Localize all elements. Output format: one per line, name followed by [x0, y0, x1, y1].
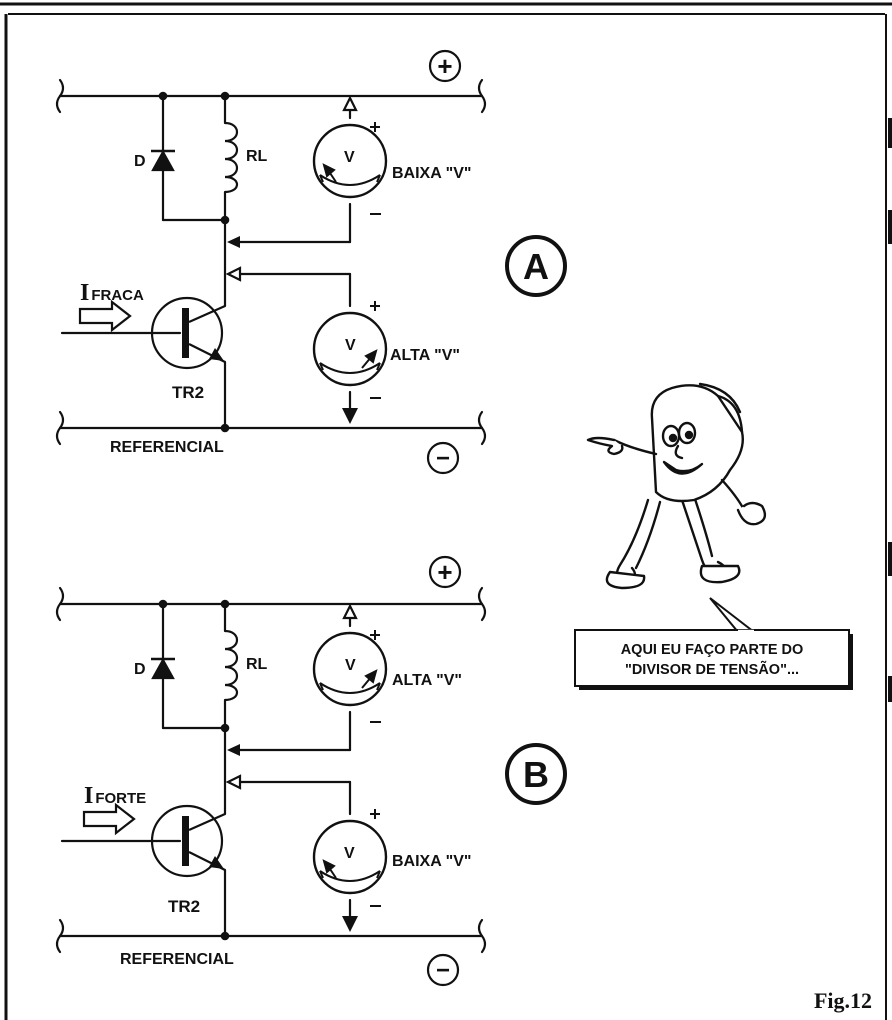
margin-marks [888, 118, 892, 702]
relay-label: RL [246, 656, 268, 673]
panel-b-letter: B [523, 754, 549, 795]
current-arrow-icon [82, 803, 136, 835]
plus-terminal-sign: + [437, 51, 452, 81]
diode-label: D [134, 153, 146, 170]
meter-symbol-lower: V [344, 845, 355, 862]
panel-b-circle [505, 743, 567, 805]
cartoon-resistor-character-icon [586, 382, 767, 590]
meter-polarity-signs [370, 122, 381, 399]
reference-label: REFERENCIAL [110, 439, 224, 456]
bubble-line-2: "DIVISOR DE TENSÃO"... [625, 660, 799, 678]
minus-terminal-sign: − [436, 445, 450, 472]
minus-terminal-sign: − [436, 957, 450, 984]
panel-a-letter: A [523, 246, 549, 287]
meter-symbol-lower: V [345, 337, 356, 354]
meter-polarity-signs [370, 630, 381, 907]
speech-bubble: AQUI EU FAÇO PARTE DO "DIVISOR DE TENSÃO… [574, 597, 853, 690]
minus-terminal-icon [426, 953, 460, 987]
plus-terminal-icon [428, 49, 462, 83]
diode-label: D [134, 661, 146, 678]
bubble-line-1: AQUI EU FAÇO PARTE DO [621, 642, 804, 658]
meter-symbol-upper: V [345, 657, 356, 674]
meter-needle-icon [322, 163, 378, 369]
plus-terminal-sign: + [437, 557, 452, 587]
upper-meter-label: ALTA "V" [392, 672, 462, 689]
meter-needle-icon [322, 669, 378, 879]
plus-terminal-icon [428, 555, 462, 589]
meter-symbol-upper: V [344, 149, 355, 166]
panel-a-circle [505, 235, 567, 297]
minus-terminal-icon [426, 441, 460, 475]
lower-meter-label: BAIXA "V" [392, 853, 471, 870]
current-arrow-icon [78, 300, 132, 332]
relay-label: RL [246, 148, 268, 165]
figure-label: Fig.12 [814, 988, 872, 1013]
transistor-label: TR2 [168, 897, 200, 916]
reference-label: REFERENCIAL [120, 951, 234, 968]
upper-meter-label: BAIXA "V" [392, 165, 471, 182]
transistor-label: TR2 [172, 383, 204, 402]
lower-meter-label: ALTA "V" [390, 347, 460, 364]
